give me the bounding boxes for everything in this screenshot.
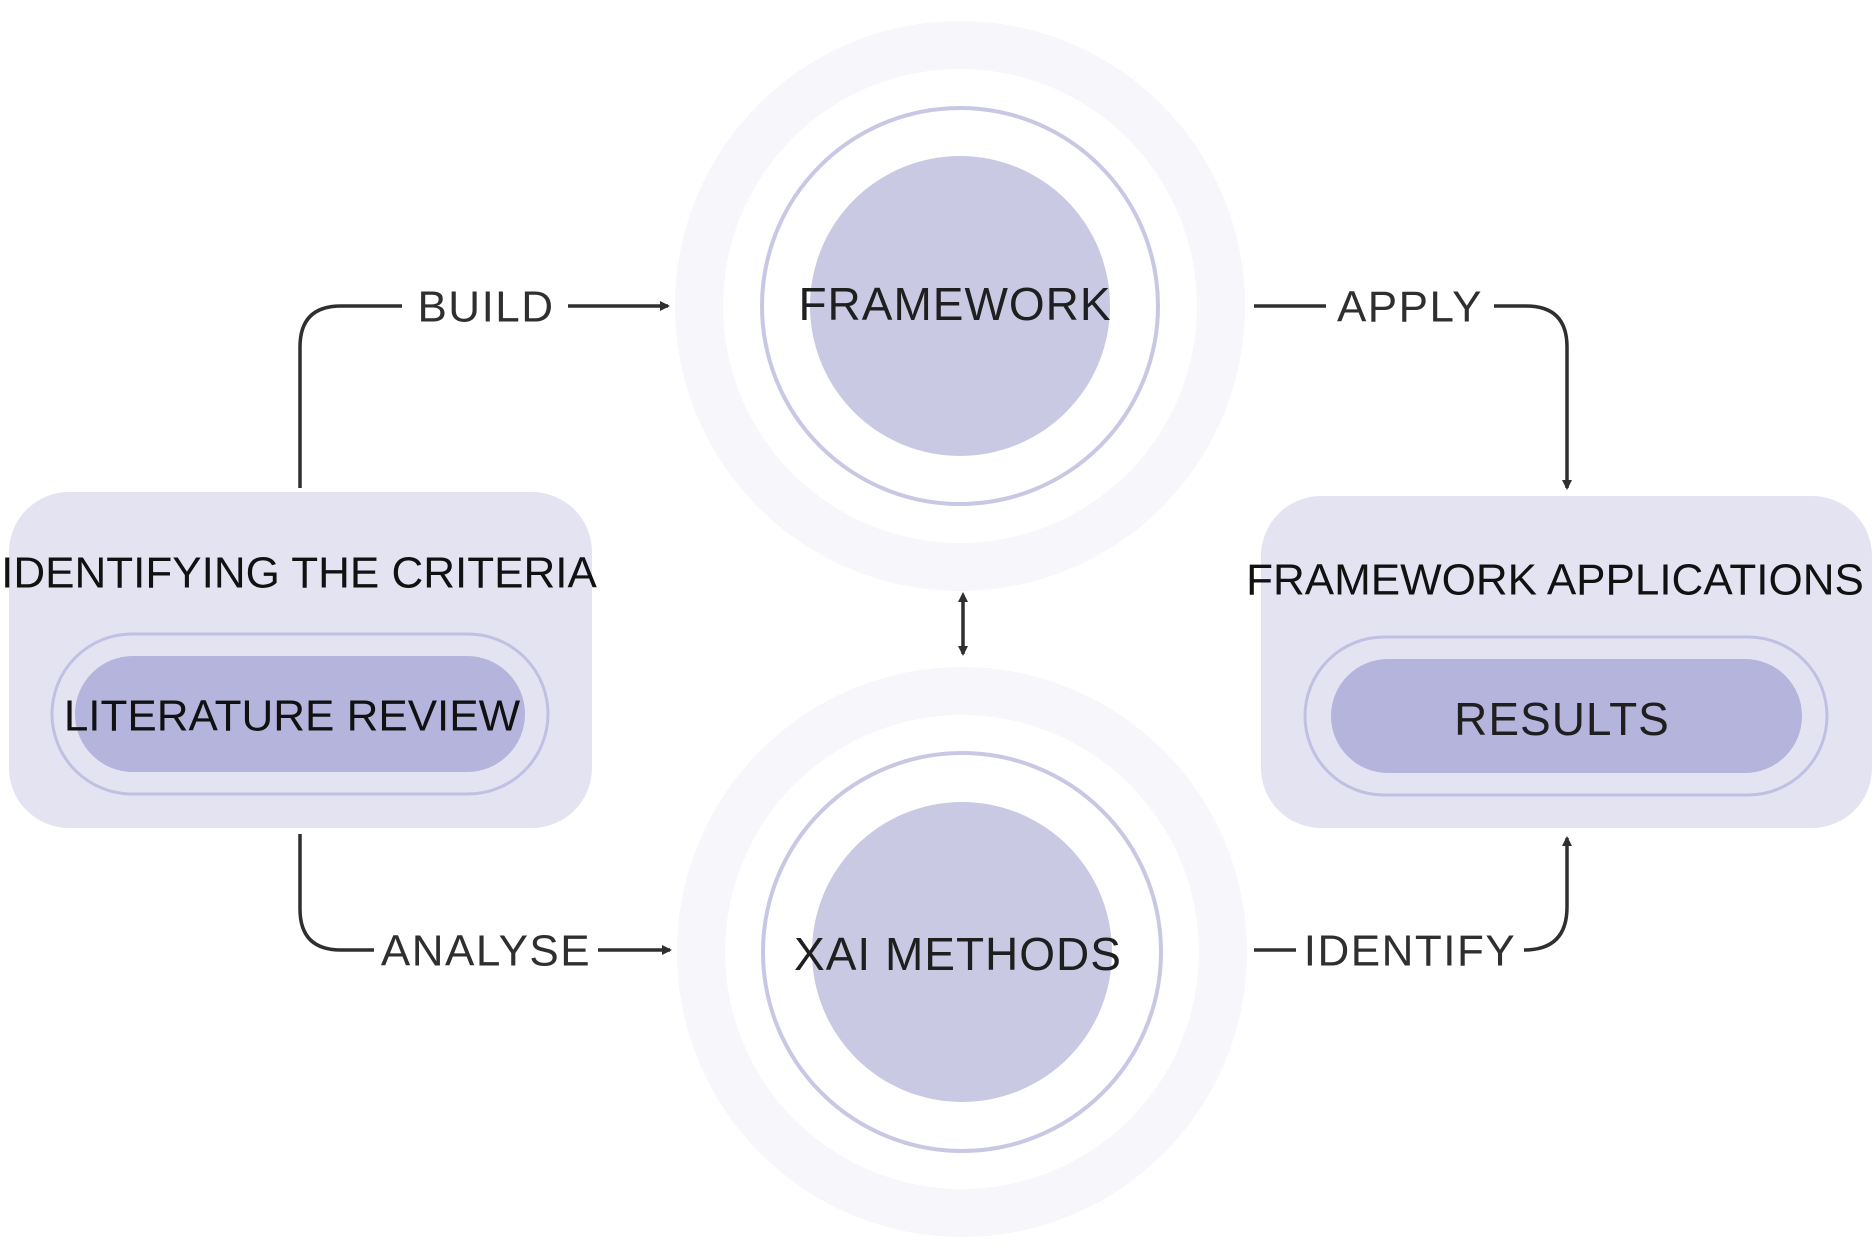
identify-connector: IDENTIFY [1254,836,1572,976]
analyse-label: ANALYSE [381,927,591,976]
results-label: RESULTS [1454,693,1670,745]
identify-label: IDENTIFY [1304,927,1516,976]
analyse-connector: ANALYSE [298,834,672,976]
identify-arrow [1523,836,1572,952]
framework-label: FRAMEWORK [798,278,1111,330]
xai-methods-node: XAI METHODS [677,667,1247,1237]
apply-connector: APPLY [1254,283,1572,490]
applications-title: FRAMEWORK APPLICATIONS [1246,556,1864,605]
literature-review-label: LITERATURE REVIEW [64,692,521,741]
framework-node: FRAMEWORK [675,21,1245,591]
xai-core [812,802,1112,1102]
build-label: BUILD [417,283,554,332]
results-pill [1331,659,1802,773]
build-connector: BUILD [298,283,670,488]
applications-box: FRAMEWORK APPLICATIONS RESULTS [1246,496,1872,828]
analyse-line [298,834,374,952]
framework-core [810,156,1110,456]
literature-review-pill [75,656,525,772]
xai-methods-label: XAI METHODS [794,928,1122,980]
apply-label: APPLY [1337,283,1483,332]
criteria-title: IDENTIFYING THE CRITERIA [1,549,597,598]
build-line [298,304,402,488]
criteria-box: IDENTIFYING THE CRITERIA LITERATURE REVI… [1,492,597,828]
apply-arrow [1494,304,1572,490]
